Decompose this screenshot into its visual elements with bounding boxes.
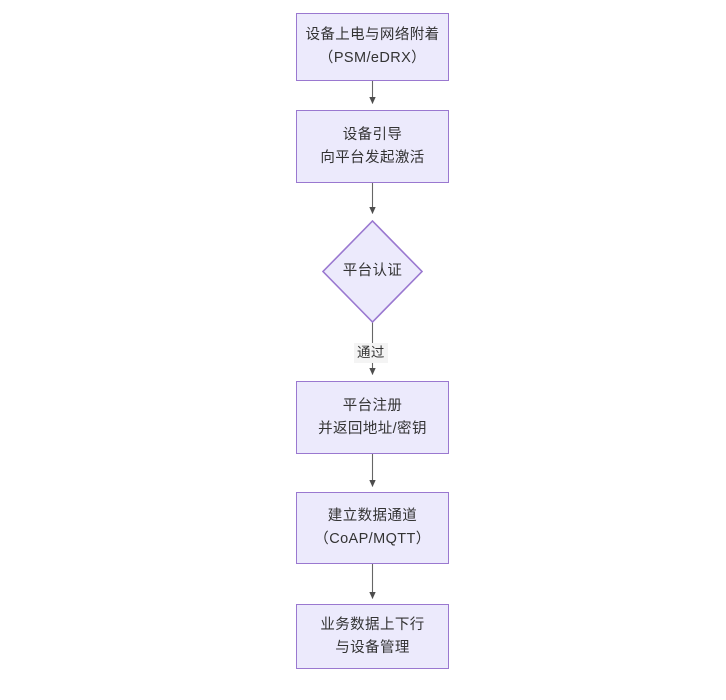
node-data-channel[interactable]: 建立数据通道 （CoAP/MQTT） xyxy=(296,492,449,564)
diamond-shape-icon xyxy=(322,220,423,323)
node-label-line1: 设备引导 xyxy=(342,126,403,143)
node-business-data[interactable]: 业务数据上下行 与设备管理 xyxy=(296,604,449,669)
edge-label-text: 通过 xyxy=(357,345,385,360)
node-label-line1: 平台注册 xyxy=(342,397,403,414)
node-label-line2: 向平台发起激活 xyxy=(320,149,425,166)
node-label-line1: 平台认证 xyxy=(342,263,403,279)
node-device-power-on[interactable]: 设备上电与网络附着 （PSM/eDRX） xyxy=(296,13,449,81)
edge-label-pass: 通过 xyxy=(354,343,388,363)
node-label-line1: 建立数据通道 xyxy=(327,508,418,524)
node-label-line1: 业务数据上下行 xyxy=(320,616,425,633)
node-platform-auth-decision[interactable]: 平台认证 xyxy=(322,220,423,323)
node-platform-register[interactable]: 平台注册 并返回地址/密钥 xyxy=(296,381,449,454)
node-label-line2: 并返回地址/密钥 xyxy=(318,420,427,437)
node-label-line2: （PSM/eDRX） xyxy=(318,50,427,66)
node-label-line2: （CoAP/MQTT） xyxy=(314,531,431,547)
node-label-line1: 设备上电与网络附着 xyxy=(305,27,440,43)
node-label-line2: 与设备管理 xyxy=(335,639,410,656)
node-device-bootstrap[interactable]: 设备引导 向平台发起激活 xyxy=(296,110,449,183)
